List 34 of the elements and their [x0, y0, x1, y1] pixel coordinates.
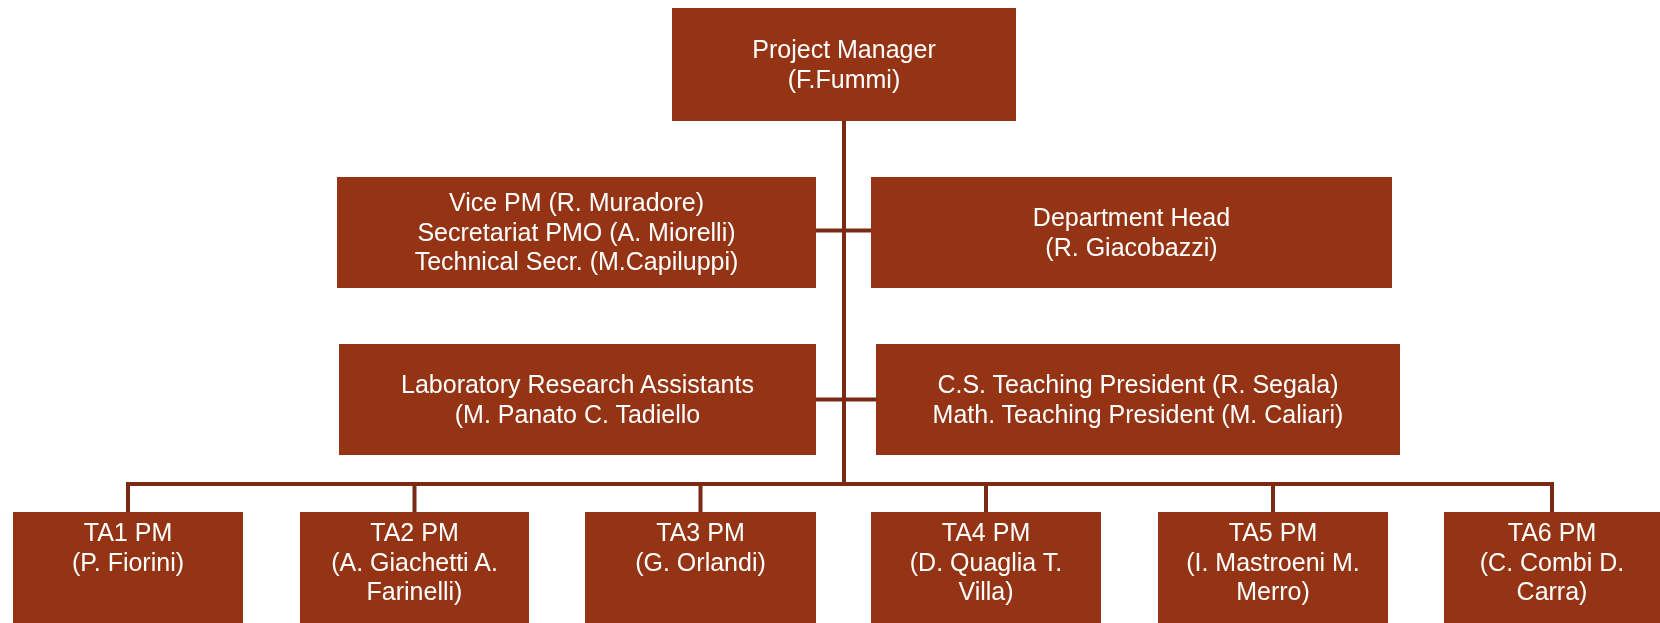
role-text: TA4 PM	[941, 518, 1031, 548]
role-text: C.S. Teaching President (R. Segala)	[937, 370, 1339, 400]
role-box	[672, 8, 1016, 121]
role-text: TA1 PM	[83, 518, 173, 548]
role-text: Vice PM (R. Muradore)	[448, 188, 705, 218]
role-box	[339, 344, 816, 455]
role-text: TA3 PM	[656, 518, 745, 548]
role-text: (R. Giacobazzi)	[1045, 232, 1218, 262]
role-box	[876, 344, 1400, 455]
role-box	[585, 512, 816, 623]
role-box	[871, 177, 1392, 288]
role-text: (A. Giachetti A. Farinelli)	[330, 547, 499, 607]
role-text: (P. Fiorini)	[71, 547, 185, 577]
role-text: Project Manager	[752, 35, 936, 65]
role-text: (F.Fummi)	[787, 64, 901, 94]
role-text: (D. Quaglia T. Villa)	[908, 547, 1064, 607]
role-text: Secretariat PMO (A. Miorelli)	[417, 217, 736, 248]
role-text: (G. Orlandi)	[635, 547, 766, 577]
role-text: (C. Combi D. Carra)	[1478, 547, 1626, 607]
role-text: TA2 PM	[370, 518, 459, 548]
role-box	[13, 512, 243, 623]
role-text: Technical Secr. (M.Capiluppi)	[414, 247, 739, 277]
role-box	[1158, 512, 1388, 623]
role-box	[871, 512, 1101, 623]
role-text: (I. Mastroeni M. Merro)	[1185, 547, 1361, 607]
role-text: TA6 PM	[1507, 518, 1597, 548]
role-text: Laboratory Research Assistants	[401, 370, 754, 400]
role-text: Department Head	[1032, 203, 1231, 233]
role-text: TA5 PM	[1228, 518, 1318, 548]
role-box	[1444, 512, 1660, 623]
role-box	[300, 512, 529, 623]
role-text: (M. Panato C. Tadiello	[454, 399, 701, 429]
role-text: Math. Teaching President (M. Caliari)	[932, 399, 1344, 429]
role-box	[337, 177, 816, 288]
